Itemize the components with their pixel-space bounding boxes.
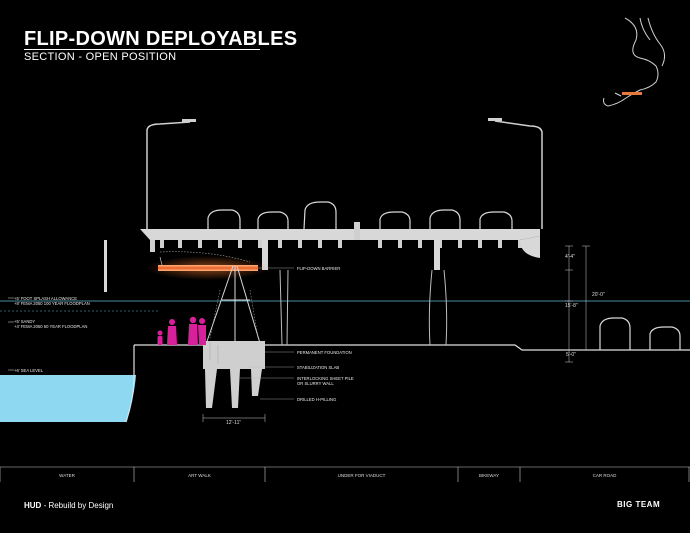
key-map bbox=[603, 17, 666, 107]
callout-flip-down-barrier: FLIP-DOWN BARRIER bbox=[297, 266, 341, 271]
callout-permanent-foundation: PERMANENT FOUNDATION bbox=[297, 350, 352, 355]
footer-program-text: - Rebuild by Design bbox=[41, 501, 114, 510]
flood-label-sandy: +5' SANDY bbox=[14, 319, 36, 324]
permanent-foundation bbox=[203, 341, 265, 408]
viaduct-piers bbox=[279, 269, 448, 346]
street-lights bbox=[146, 118, 543, 229]
ground-line bbox=[134, 344, 690, 351]
flood-label-100yr: +8' FEMA 2050 100 YEAR FLOODPLAN bbox=[14, 301, 90, 306]
sea-level-label: +6' SEA LEVEL bbox=[14, 368, 44, 373]
callout-slurry-wall: OR SLURRY WALL bbox=[297, 381, 334, 386]
water-body bbox=[0, 375, 136, 422]
footer-org: HUD bbox=[24, 501, 42, 510]
road-cars bbox=[599, 317, 681, 350]
zone-car-road: CAR ROAD bbox=[592, 473, 617, 478]
footing-dimension bbox=[202, 414, 266, 422]
dim-total: 20'-0" bbox=[592, 292, 605, 298]
deck-cars bbox=[207, 201, 513, 230]
title-underline bbox=[24, 49, 260, 50]
zone-strip bbox=[0, 466, 690, 482]
footer-program: HUD - Rebuild by Design bbox=[24, 501, 113, 510]
flood-label-splash: +5' FOOT SPLASH ALLOWANCE bbox=[14, 296, 78, 301]
zone-art-walk: ART WALK bbox=[188, 473, 211, 478]
dim-mid: 15'-8" bbox=[565, 303, 578, 309]
footer-team-logo: BIG TEAM bbox=[617, 500, 661, 509]
callout-drilled-piling: DRILLED H-PILLING bbox=[297, 397, 337, 402]
key-map-highlight bbox=[622, 92, 642, 95]
dim-footing: 12'-11" bbox=[226, 420, 242, 426]
viaduct bbox=[104, 222, 540, 292]
callout-leaders bbox=[240, 267, 294, 400]
zone-under-viaduct: UNDER FOR VIADUCT bbox=[337, 473, 386, 478]
flip-down-barrier bbox=[158, 265, 258, 271]
elevation-dimensions bbox=[565, 245, 590, 363]
dim-top: 4'-4" bbox=[565, 254, 575, 260]
a-frame-support bbox=[203, 265, 263, 351]
people-silhouettes bbox=[157, 316, 206, 345]
callout-sheet-pile: INTERLOCKING SHEET PILE bbox=[297, 376, 354, 381]
dim-bottom: 5'-0" bbox=[566, 352, 576, 358]
zone-bikeway: BIKEWAY bbox=[478, 473, 499, 478]
zone-water: WATER bbox=[59, 473, 75, 478]
callout-stabilization-slab: STABILIZATION SLAB bbox=[297, 365, 340, 370]
diagram-subtitle: SECTION - OPEN POSITION bbox=[24, 51, 177, 63]
flood-label-50yr: +4' FEMA 2050 50 YEAR FLOODPLAN bbox=[14, 324, 88, 329]
diagram-title: FLIP-DOWN DEPLOYABLES bbox=[24, 28, 298, 50]
